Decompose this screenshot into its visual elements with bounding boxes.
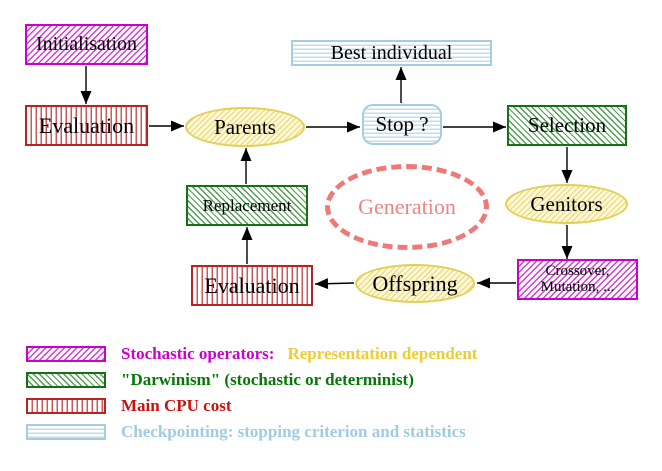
node-initialisation: Initialisation	[25, 24, 148, 65]
legend-label-checkpointing: Checkpointing: stopping criterion and st…	[121, 422, 466, 441]
legend-row-main-cpu-cost: Main CPU cost	[26, 396, 232, 415]
node-replacement-label: Replacement	[202, 195, 292, 215]
node-evaluation-bottom: Evaluation	[191, 265, 313, 306]
legend-label-stochastic-operators: Stochastic operators:	[121, 344, 275, 363]
node-stop: Stop ?	[362, 104, 442, 145]
node-genitors: Genitors	[505, 184, 628, 224]
legend-swatch-green-hatch	[26, 372, 106, 388]
node-crossover-line1: Crossover,	[545, 262, 610, 279]
legend-row-checkpointing: Checkpointing: stopping criterion and st…	[26, 422, 466, 441]
node-generation-label: Generation	[358, 194, 456, 220]
node-offspring-label: Offspring	[372, 270, 458, 296]
node-crossover-line2: Mutation, ...	[540, 278, 615, 295]
node-stop-label: Stop ?	[375, 112, 429, 137]
node-best-individual: Best individual	[291, 40, 492, 66]
node-genitors-label: Genitors	[530, 191, 603, 216]
legend-swatch-red-stripes	[26, 398, 106, 414]
node-parents-label: Parents	[214, 114, 276, 139]
node-evaluation-bottom-label: Evaluation	[204, 272, 300, 298]
legend-label-representation-dependent: Representation dependent	[287, 344, 478, 363]
legend-label-darwinism: "Darwinism" (stochastic or determinist)	[121, 370, 414, 389]
node-selection: Selection	[507, 105, 627, 146]
node-offspring: Offspring	[355, 264, 475, 303]
legend-row-darwinism: "Darwinism" (stochastic or determinist)	[26, 370, 414, 389]
node-selection-label: Selection	[527, 113, 607, 138]
legend-swatch-cyan-stripes	[26, 424, 106, 440]
node-crossover-mutation: Crossover, Mutation, ...	[517, 259, 638, 300]
node-initialisation-label: Initialisation	[35, 33, 138, 55]
node-evaluation-top-label: Evaluation	[38, 112, 135, 138]
arrow-offspring-to-evaluation	[314, 278, 355, 290]
legend-label-main-cpu-cost: Main CPU cost	[121, 396, 232, 415]
node-parents: Parents	[185, 107, 305, 147]
node-best-individual-label: Best individual	[330, 41, 453, 64]
legend-row-stochastic-operators: Stochastic operators: Representation dep…	[26, 344, 478, 363]
node-evaluation-top: Evaluation	[25, 105, 148, 146]
legend-swatch-magenta-hatch	[26, 346, 106, 362]
node-generation-cycle: Generation	[325, 164, 489, 250]
node-replacement: Replacement	[186, 185, 308, 226]
